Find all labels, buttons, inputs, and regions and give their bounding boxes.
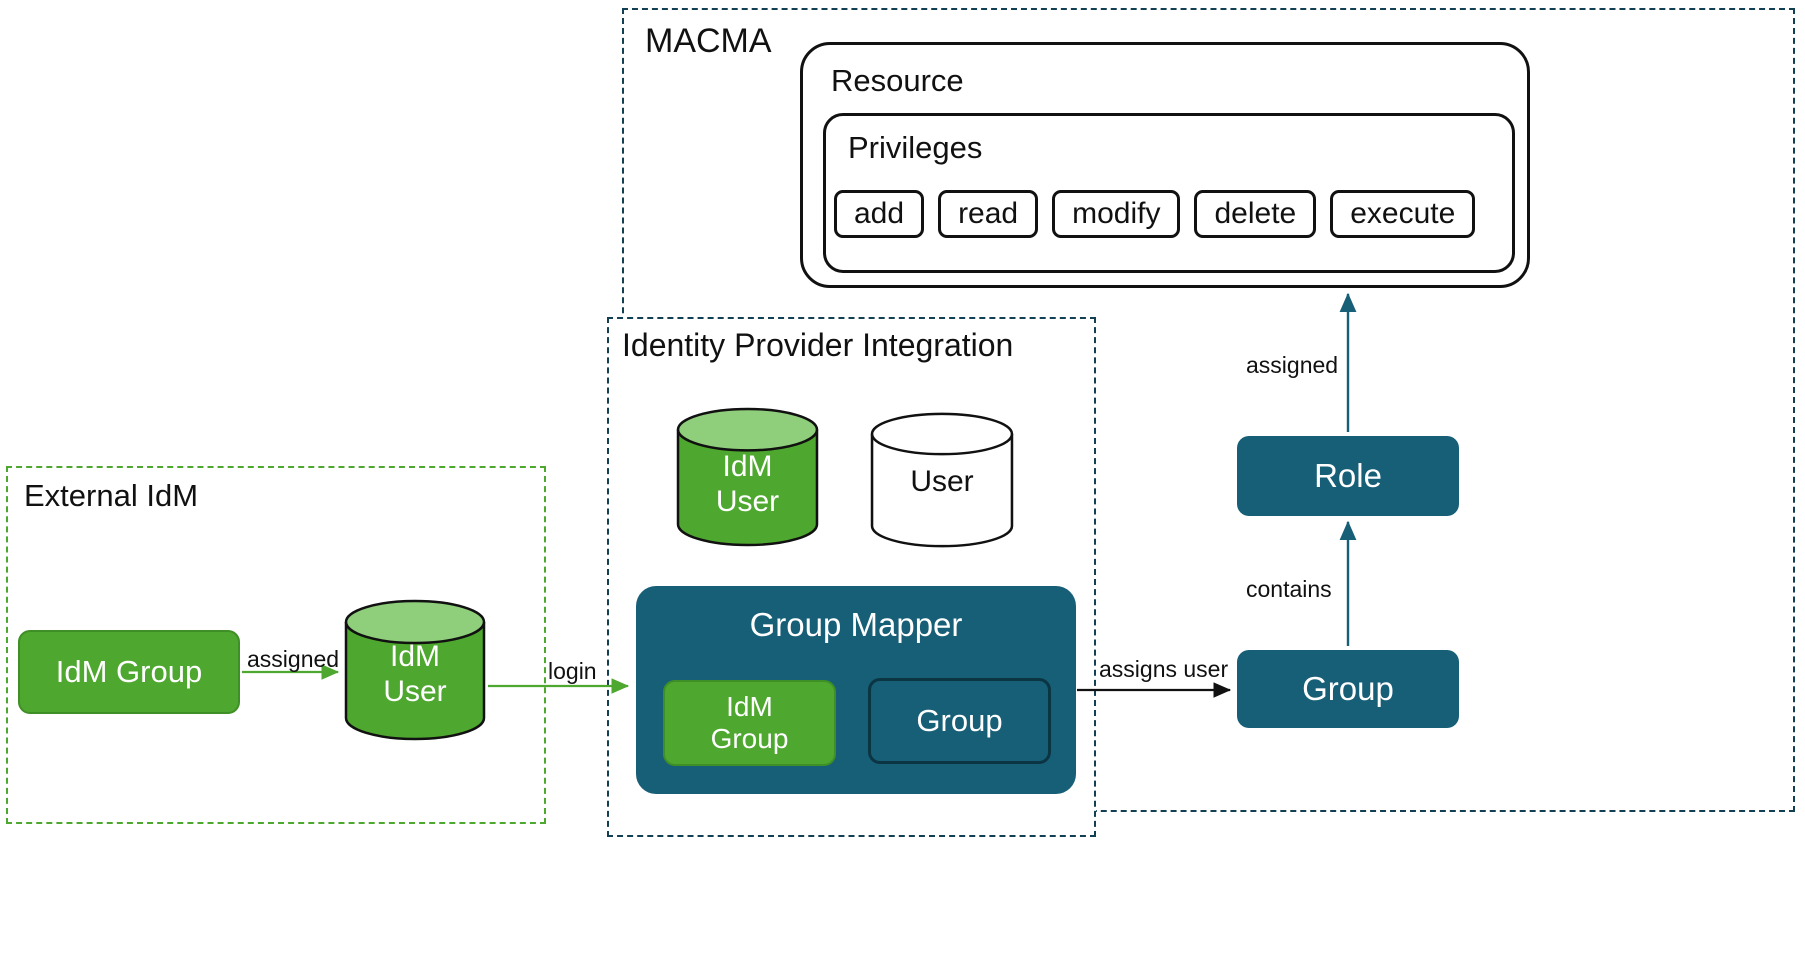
- privilege-read: read: [938, 190, 1039, 238]
- idp-user-cylinder: User: [870, 411, 1014, 549]
- idp-idm-user-label: IdM User: [715, 450, 780, 518]
- cylinder-shape: [344, 599, 486, 741]
- privileges-box: Privileges add read modify delete execut…: [823, 113, 1515, 273]
- external-idm-user-cylinder: IdM User: [344, 598, 486, 742]
- group-mapper-idm-group-node: IdM Group: [663, 680, 836, 766]
- external-idm-title: External IdM: [24, 478, 199, 513]
- resource-box: Resource Privileges add read modify dele…: [800, 42, 1530, 288]
- resource-title: Resource: [831, 63, 964, 98]
- idp-idm-user-cylinder: IdM User: [676, 406, 819, 548]
- external-idm-group-node: IdM Group: [18, 630, 240, 714]
- group-mapper-title: Group Mapper: [749, 606, 963, 643]
- macma-title: MACMA: [645, 22, 772, 60]
- group-mapper-group-node: Group: [868, 678, 1051, 764]
- privilege-add: add: [834, 190, 925, 238]
- arrow-label-login: login: [548, 658, 597, 684]
- privilege-modify: modify: [1052, 190, 1181, 238]
- group-mapper-node: Group Mapper IdM Group Group: [636, 586, 1076, 794]
- privileges-title: Privileges: [848, 130, 983, 165]
- arrow-label-assigned-external: assigned: [247, 646, 340, 672]
- arrow-label-assigned-macma: assigned: [1246, 352, 1339, 378]
- cylinder-shape: [676, 407, 819, 547]
- cylinder-shape: [870, 412, 1014, 548]
- idp-user-label: User: [910, 465, 974, 498]
- group-node: Group: [1237, 650, 1459, 728]
- identity-provider-integration-title: Identity Provider Integration: [622, 327, 1014, 363]
- arrow-label-contains: contains: [1246, 576, 1332, 602]
- privileges-row: add read modify delete execute: [834, 190, 1476, 238]
- arrow-label-assigns-user: assigns user: [1099, 656, 1229, 682]
- privilege-delete: delete: [1194, 190, 1317, 238]
- external-idm-container: [6, 466, 546, 824]
- privilege-execute: execute: [1330, 190, 1476, 238]
- role-node: Role: [1237, 436, 1459, 516]
- external-idm-user-label: IdM User: [383, 640, 447, 708]
